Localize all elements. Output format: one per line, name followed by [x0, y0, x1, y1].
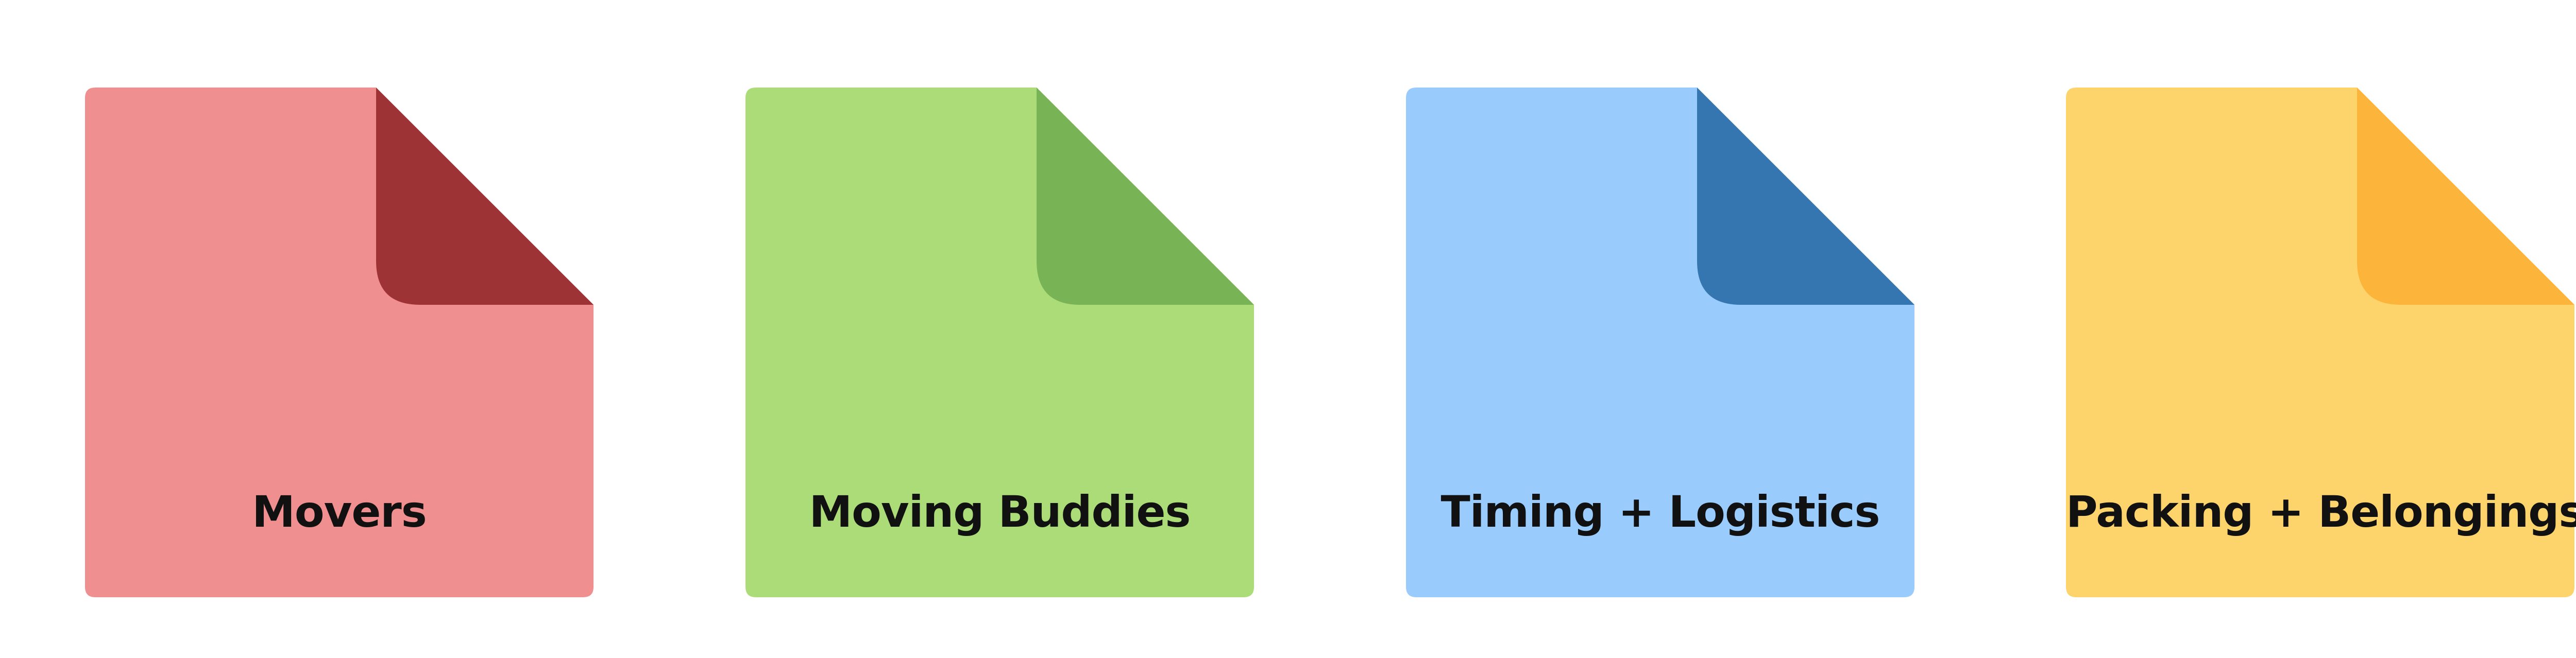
card-label: Packing + Belongings	[2066, 487, 2576, 537]
document-icon	[85, 88, 594, 597]
document-card-moving-buddies: Moving Buddies	[745, 88, 1254, 597]
document-card-timing-logistics: Timing + Logistics	[1406, 88, 1914, 597]
card-label: Timing + Logistics	[1440, 487, 1880, 537]
document-card-packing-belongings: Packing + Belongings	[2066, 88, 2576, 597]
document-card-movers: Movers	[85, 88, 594, 597]
card-label: Movers	[252, 487, 427, 537]
document-icon	[2066, 88, 2574, 597]
card-label: Moving Buddies	[809, 487, 1191, 537]
document-icon	[1406, 88, 1914, 597]
document-icon	[745, 88, 1254, 597]
